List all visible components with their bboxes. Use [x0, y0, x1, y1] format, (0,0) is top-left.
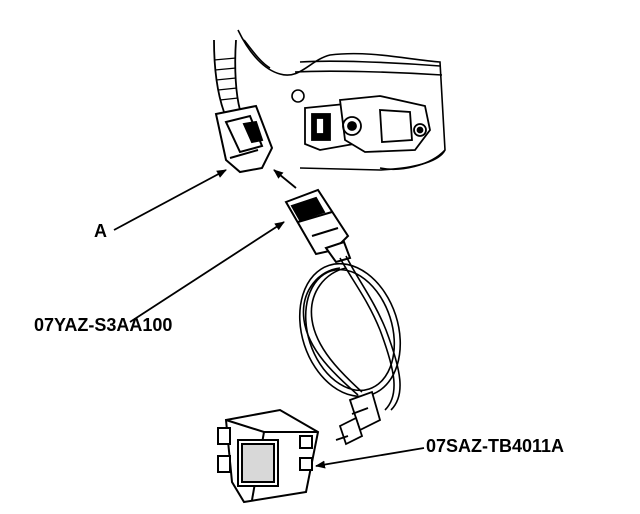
vehicle-harness [213, 39, 241, 113]
simulator-plug [335, 390, 382, 446]
simulator-box [217, 408, 320, 504]
arrow-tool-into-harness [273, 169, 297, 189]
arrow-to-simulator [315, 447, 425, 469]
label-sensor-tool: 07YAZ-S3AA100 [34, 315, 173, 335]
leader-lines [113, 169, 425, 469]
label-simulator: 07SAZ-TB4011A [426, 436, 565, 456]
label-a: A [94, 221, 107, 241]
arrow-to-tool-connector [129, 221, 285, 323]
harness-connector-a [214, 104, 274, 174]
coiled-cable [298, 255, 402, 411]
tool-connector [284, 188, 352, 264]
arrow-to-connector-a [113, 169, 227, 231]
body-panel [237, 29, 446, 171]
sensor-unit [304, 95, 431, 153]
